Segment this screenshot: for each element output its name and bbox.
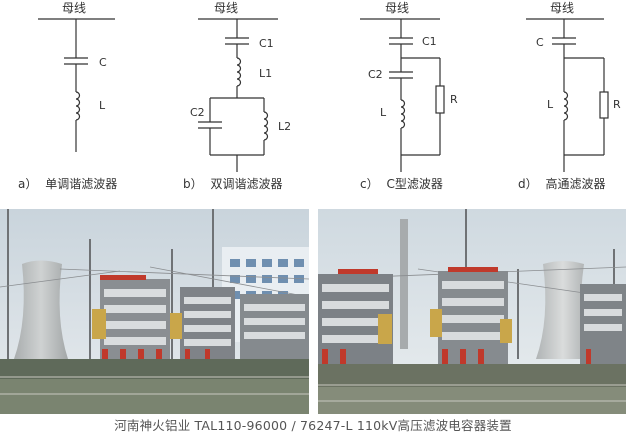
capacitor-c-d xyxy=(552,37,576,45)
inductor-l1-b xyxy=(236,57,242,87)
label-l-d: L xyxy=(547,98,554,111)
inductor-l-d xyxy=(563,91,569,121)
caption-prefix-c: c） xyxy=(360,177,379,191)
inductor-l2-b xyxy=(263,111,269,141)
label-r-d: R xyxy=(613,98,621,111)
label-l1-b: L1 xyxy=(259,67,272,80)
label-l-c: L xyxy=(380,106,387,119)
bus-label-d: 母线 xyxy=(550,1,574,15)
label-c1-b: C1 xyxy=(259,37,274,50)
resistor-r-c xyxy=(435,85,445,114)
filter-circuit-diagrams: 母线 C L a） 单调谐滤波器 母线 xyxy=(18,1,621,191)
label-c1-c: C1 xyxy=(422,35,437,48)
svg-text:c） C型滤波器: c） C型滤波器 xyxy=(360,177,443,191)
label-l2-b: L2 xyxy=(278,120,291,133)
substation-photo-left xyxy=(0,209,309,414)
substation-photo-right xyxy=(318,209,626,414)
label-c2-c: C2 xyxy=(368,68,383,81)
diagram-single-tuned: 母线 C L a） 单调谐滤波器 xyxy=(18,1,117,191)
inductor-l-a xyxy=(75,91,81,121)
capacitor-c2-c xyxy=(389,71,413,79)
label-c2-b: C2 xyxy=(190,106,205,119)
diagram-high-pass: 母线 C L R d） 高通滤波器 xyxy=(518,1,621,191)
caption-prefix-a: a） xyxy=(18,177,37,191)
diagram-double-tuned: 母线 C1 L1 C2 L2 b） 双调谐滤波器 xyxy=(183,1,291,191)
capacitor-c1-c xyxy=(389,37,413,45)
caption-d: 高通滤波器 xyxy=(545,176,605,191)
bus-label-c: 母线 xyxy=(385,1,409,15)
caption-prefix-b: b） xyxy=(183,177,203,191)
svg-text:d） 高通滤波器: d） 高通滤波器 xyxy=(518,176,605,191)
caption-prefix-d: d） xyxy=(518,177,538,191)
capacitor-c1-b xyxy=(225,37,249,45)
capacitor-c-a xyxy=(64,57,88,65)
bus-label-a: 母线 xyxy=(62,1,86,15)
label-c-a: C xyxy=(99,56,107,69)
bus-label-b: 母线 xyxy=(214,1,238,15)
label-r-c: R xyxy=(450,93,458,106)
caption-a: 单调谐滤波器 xyxy=(45,177,117,191)
photo-caption: 河南神火铝业 TAL110-96000 / 76247-L 110kV高压滤波电… xyxy=(114,418,512,433)
resistor-r-d xyxy=(599,91,609,119)
svg-text:b） 双调谐滤波器: b） 双调谐滤波器 xyxy=(183,177,282,191)
capacitor-c2-b xyxy=(198,121,222,129)
caption-c: C型滤波器 xyxy=(386,177,442,191)
svg-text:a） 单调谐滤波器: a） 单调谐滤波器 xyxy=(18,177,117,191)
caption-b: 双调谐滤波器 xyxy=(210,177,282,191)
inductor-l-c xyxy=(400,99,406,129)
diagram-c-type: 母线 C1 C2 L R c） C型滤波器 xyxy=(360,1,458,191)
label-c-d: C xyxy=(536,36,544,49)
label-l-a: L xyxy=(99,99,106,112)
